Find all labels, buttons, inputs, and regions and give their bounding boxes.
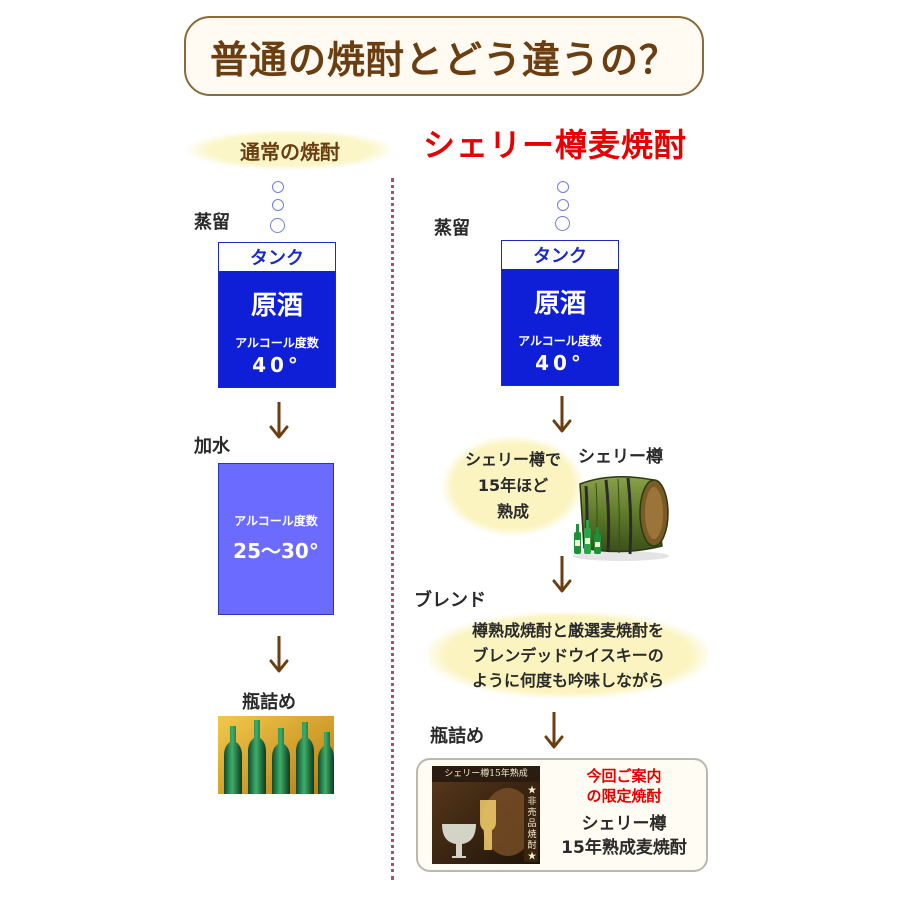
product-black-line: 15年熟成麦焼酎 xyxy=(561,838,687,858)
product-info: 今回ご案内 の限定焼酎 シェリー樽 15年熟成麦焼酎 xyxy=(542,766,706,860)
down-arrow-icon xyxy=(552,396,572,433)
product-red-line: 今回ご案内 xyxy=(586,767,662,785)
product-red-line: の限定焼酎 xyxy=(586,787,662,805)
right-step-distill: 蒸留 xyxy=(434,218,470,239)
aging-line: 15年ほど xyxy=(477,476,549,495)
blend-line: 樽熟成焼酎と厳選麦焼酎を xyxy=(471,620,664,640)
right-step-blend: ブレンド xyxy=(414,590,486,611)
left-tank: タンク 原酒 アルコール度数 40° xyxy=(218,242,336,388)
product-black-line: シェリー樽 xyxy=(581,814,667,834)
tank-label: タンク xyxy=(219,243,335,271)
blend-line: ブレンデッドウイスキーの xyxy=(472,645,664,665)
product-photo: シェリー樽15年熟成 ★非売品焼酎★ xyxy=(432,766,540,864)
right-heading-text: シェリー樽麦焼酎 xyxy=(422,126,687,164)
right-column-heading: シェリー樽麦焼酎 xyxy=(410,118,700,168)
sherry-cask-icon xyxy=(573,476,669,561)
tank-genshu: 原酒 xyxy=(533,289,586,319)
bubble-icon xyxy=(555,216,570,231)
tank-genshu: 原酒 xyxy=(250,291,303,321)
cask-label: シェリー樽 xyxy=(578,447,663,467)
down-arrow-icon xyxy=(269,636,289,673)
column-divider xyxy=(391,178,394,880)
tank-body: 原酒 アルコール度数 40° xyxy=(502,269,618,385)
bubble-icon xyxy=(557,199,569,211)
tank-body: 原酒 アルコール度数 40° xyxy=(219,271,335,387)
tank-alc-label: アルコール度数 xyxy=(518,334,602,348)
diluted-alc-value: 25～30° xyxy=(233,539,319,563)
down-arrow-icon xyxy=(269,402,289,439)
product-box: シェリー樽15年熟成 ★非売品焼酎★ 今回ご案内 の限定焼酎 シェリー樽 15年… xyxy=(416,758,708,872)
product-photo-art xyxy=(432,766,540,864)
left-step-water: 加水 xyxy=(194,436,230,457)
blend-line: ように何度も吟味しながら xyxy=(471,670,664,690)
blend-description: 樽熟成焼酎と厳選麦焼酎を ブレンデッドウイスキーの ように何度も吟味しながら xyxy=(428,612,708,698)
bubble-icon xyxy=(272,181,284,193)
bubble-icon xyxy=(557,181,569,193)
bubble-icon xyxy=(270,218,285,233)
tank-alc-value: 40° xyxy=(252,353,302,377)
page-title: 普通の焼酎とどう違うの？ xyxy=(209,37,678,82)
tank-alc-label: アルコール度数 xyxy=(235,336,319,350)
diluted-alc-label: アルコール度数 xyxy=(234,514,318,528)
left-heading-text: 通常の焼酎 xyxy=(240,139,340,164)
tank-label: タンク xyxy=(502,241,618,269)
product-side-text: ★非売品焼酎★ xyxy=(527,786,537,862)
bubble-icon xyxy=(272,199,284,211)
down-arrow-icon xyxy=(544,712,564,749)
aging-line: 熟成 xyxy=(496,502,529,521)
left-column-heading: 通常の焼酎 xyxy=(186,130,394,170)
left-step-bottle: 瓶詰め xyxy=(242,692,296,713)
tank-alc-value: 40° xyxy=(535,351,585,375)
right-tank: タンク 原酒 アルコール度数 40° xyxy=(501,240,619,386)
bottles-photo xyxy=(218,716,334,794)
product-banner: シェリー樽15年熟成 xyxy=(444,769,528,779)
down-arrow-icon xyxy=(552,556,572,593)
right-step-bottle: 瓶詰め xyxy=(430,726,484,747)
diluted-tank: アルコール度数 25～30° xyxy=(218,463,334,615)
aging-line: シェリー樽で xyxy=(464,450,561,469)
title-box: 普通の焼酎とどう違うの？ xyxy=(184,16,704,96)
left-step-distill: 蒸留 xyxy=(194,212,230,233)
aging-bubble: シェリー樽で 15年ほど 熟成 xyxy=(442,436,584,536)
